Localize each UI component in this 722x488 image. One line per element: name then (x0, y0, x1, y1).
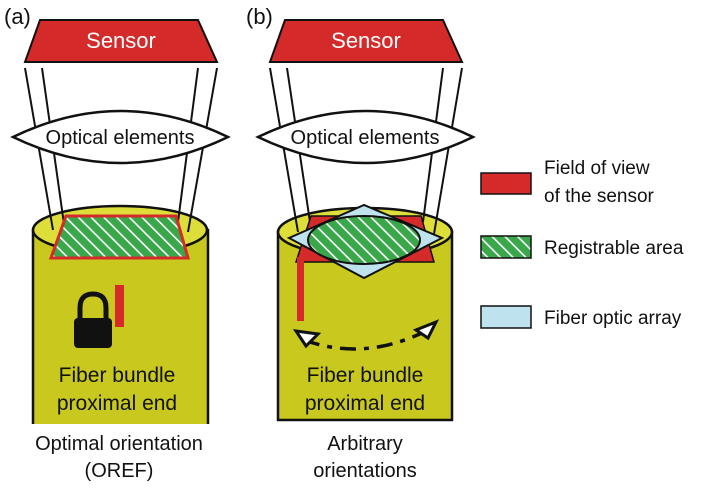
legend: Field of view of the sensor Registrable … (480, 158, 684, 329)
legend-label-fiber-array: Fiber optic array (544, 308, 682, 329)
panel-a-tag: (a) (4, 4, 31, 29)
legend-label-registrable: Registrable area (544, 238, 684, 259)
panel-b-bundle-label-1: Fiber bundle (307, 364, 424, 387)
caption-band (0, 424, 722, 488)
panel-b-caption-1: Arbitrary (327, 433, 403, 455)
panel-b-caption-2: orientations (313, 460, 416, 482)
legend-item-registrable-area: Registrable area (480, 235, 684, 259)
panel-a-registrable-area (48, 214, 190, 260)
padlock-icon (74, 291, 112, 348)
panel-b-tag: (b) (246, 4, 273, 29)
panel-a-bundle-label-2: proximal end (57, 392, 177, 415)
panel-b-registrable-area (307, 215, 421, 265)
panel-a: (a) Sensor Optical elements (4, 4, 231, 488)
panel-b-optical-elements: Optical elements (255, 109, 476, 165)
panel-b-orientation-marker (297, 257, 304, 321)
panel-b-sensor: Sensor (268, 19, 464, 63)
panel-a-optics-label: Optical elements (46, 127, 195, 149)
panel-a-caption-1: Optimal orientation (35, 433, 203, 455)
panel-a-bundle-label-1: Fiber bundle (59, 364, 176, 387)
legend-item-fiber-optic-array: Fiber optic array (480, 305, 682, 329)
panel-a-sensor: Sensor (23, 19, 219, 63)
panel-a-caption-2: (OREF) (85, 460, 154, 482)
legend-swatch-blue (480, 305, 532, 329)
panel-a-optical-elements: Optical elements (10, 109, 231, 165)
legend-label-fov-2: of the sensor (544, 186, 655, 207)
panel-b: (b) Sensor Optical elements (246, 4, 476, 422)
panel-b-optics-label: Optical elements (291, 127, 440, 149)
rotation-arrows-icon (292, 319, 440, 351)
panel-b-sensor-label: Sensor (331, 28, 401, 53)
legend-swatch-hatched (480, 235, 532, 259)
legend-swatch-red (480, 172, 532, 195)
panel-b-bundle-label-2: proximal end (305, 392, 425, 415)
legend-label-fov-1: Field of view (544, 158, 650, 179)
legend-item-field-of-view: Field of view of the sensor (480, 158, 655, 207)
panel-a-sensor-label: Sensor (86, 28, 156, 53)
panel-a-orientation-marker (115, 285, 124, 327)
